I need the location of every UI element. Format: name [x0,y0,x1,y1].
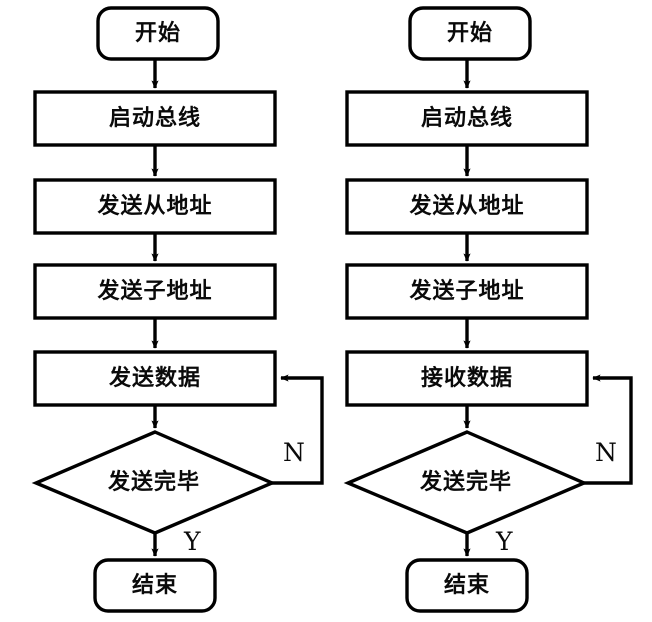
left-loop-no-path [272,374,324,485]
right-data-step-shape [345,350,589,407]
left-start-shape [96,6,220,61]
right-no-branch-label: N [595,438,617,467]
right-start-bus-shape [345,90,589,147]
right-start-shape [408,6,532,61]
right-yes-branch-label: Y [496,527,513,556]
left-data-step-shape [33,350,277,407]
left-no-branch-label: N [283,438,305,467]
right-loop-no-path [584,374,633,485]
right-send-sub-addr-shape [345,263,589,320]
left-send-sub-addr-shape [33,263,277,320]
left-send-slave-addr-shape [33,178,277,235]
right-end-shape [405,558,529,613]
right-send-slave-addr-shape [345,178,589,235]
left-start-bus-shape [33,90,277,147]
left-yes-branch-label: Y [184,527,201,556]
left-end-shape [93,558,217,613]
right-decision-shape [343,430,589,535]
left-decision-shape [31,430,277,535]
